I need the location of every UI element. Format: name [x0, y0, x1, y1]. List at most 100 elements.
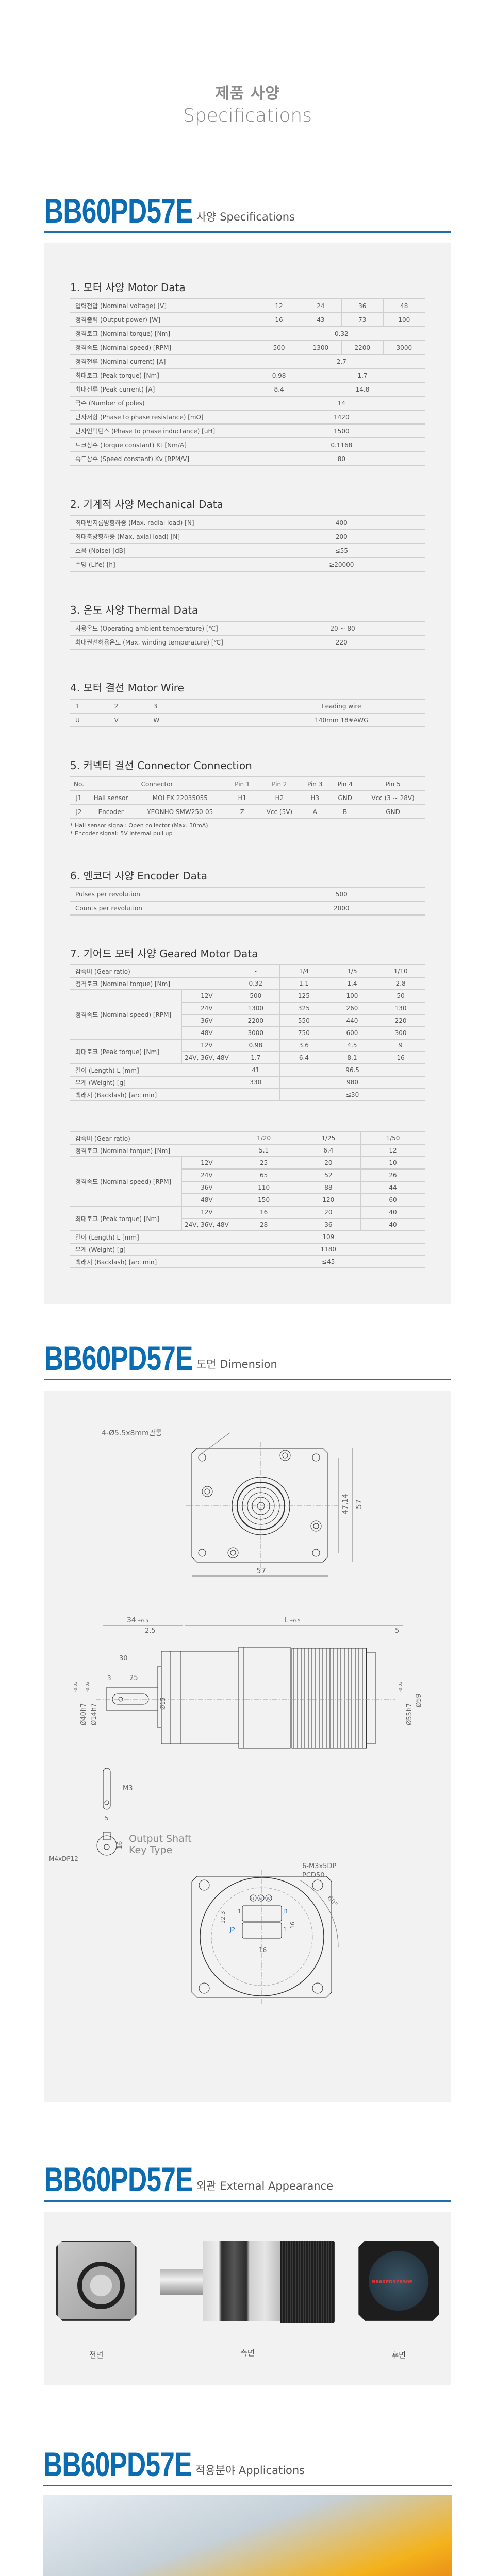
- svg-text:57: 57: [354, 1499, 364, 1509]
- heading-kr: 도면: [196, 1358, 217, 1371]
- spec-panel: 1. 모터 사양 Motor Data 입력전압 (Nominal voltag…: [44, 243, 451, 1305]
- svg-text:16: 16: [116, 1841, 123, 1849]
- svg-text:-0.02: -0.02: [85, 1682, 90, 1692]
- hole-note: 4-Ø5.5x8mm관통: [102, 1429, 162, 1437]
- connector-title: 5. 커넥터 결선 Connector Connection: [70, 759, 252, 772]
- table-row: 길이 (Length) L [mm]109: [70, 1230, 425, 1244]
- table-row: 최대축방향하중 (Max. axial load) [N]200: [70, 529, 425, 544]
- svg-text:34: 34: [127, 1616, 136, 1624]
- appearance-section-heading: BB60PD57E 외관 External Appearance: [44, 2160, 451, 2202]
- table-row: 토크상수 (Torque constant) Kt [Nm/A]0.1168: [70, 437, 425, 452]
- svg-text:-0.03: -0.03: [73, 1682, 78, 1692]
- side-view: 34 ±0.5 L ±0.5 2.5 5 30: [73, 1616, 423, 1749]
- table-row: 백래시 (Backlash) [arc min]≤45: [70, 1255, 425, 1269]
- svg-text:6-M3x5DP: 6-M3x5DP: [302, 1862, 336, 1870]
- table-row: 최대반지름방향하중 (Max. radial load) [N]400: [70, 515, 425, 530]
- table-header-row: No. Connector Pin 1 Pin 2 Pin 3 Pin 4 Pi…: [70, 776, 425, 791]
- appearance-front: 전면: [56, 2240, 137, 2360]
- applications-images: [43, 2495, 452, 2576]
- svg-text:1: 1: [238, 1908, 241, 1915]
- connector-notes: * Hall sensor signal: Open collector (Ma…: [70, 822, 208, 837]
- svg-text:±0.5: ±0.5: [137, 1619, 148, 1624]
- heading-kr: 적용분야: [195, 2464, 236, 2477]
- applications-section-heading: BB60PD57E 적용분야 Applications: [43, 2445, 452, 2487]
- motor-front-image: [56, 2240, 137, 2321]
- spec-section-heading: BB60PD57E 사양 Specifications: [44, 192, 451, 233]
- svg-text:M3: M3: [123, 1785, 133, 1792]
- front-view: 4-Ø5.5x8mm관통 57 57 47.14: [102, 1429, 364, 1577]
- table-row: 극수 (Number of poles)14: [70, 396, 425, 411]
- geared-data-title: 7. 기어드 모터 사양 Geared Motor Data: [70, 947, 258, 960]
- svg-text:1: 1: [283, 1926, 287, 1933]
- heading-en: Specifications: [220, 211, 295, 224]
- svg-text:5: 5: [105, 1815, 109, 1822]
- svg-text:47.14: 47.14: [341, 1494, 350, 1514]
- thermal-data-table: 사용온도 (Operating ambient temperature) [℃]…: [70, 621, 425, 650]
- dimension-section-heading: BB60PD57E 도면 Dimension: [44, 1341, 451, 1381]
- rear-view: 1 J1 J2 1 U V W 16 12.3 16 6-M3x5DP PCD5…: [191, 1862, 339, 2004]
- heading-kr: 외관: [196, 2179, 217, 2192]
- heading-en: External Appearance: [220, 2179, 334, 2192]
- appearance-panel: 전면 측면 BB60PD57R50E 후면: [44, 2212, 451, 2385]
- table-row: 정격토크 (Nominal torque) [Nm]0.32: [70, 326, 425, 341]
- table-row: 속도상수 (Speed constant) Kv [RPM/V]80: [70, 451, 425, 467]
- mechanical-data-table: 최대반지름방향하중 (Max. radial load) [N]400 최대축방…: [70, 515, 425, 572]
- svg-text:30: 30: [119, 1655, 128, 1663]
- motor-data-title: 1. 모터 사양 Motor Data: [70, 281, 186, 294]
- heading-kr: 사양: [196, 211, 217, 224]
- mechanical-data-title: 2. 기계적 사양 Mechanical Data: [70, 498, 223, 511]
- table-row: 수명 (Life) [h]≥20000: [70, 557, 425, 572]
- output-shaft-label: Output Shaft: [129, 1833, 192, 1844]
- svg-text:M4xDP12: M4xDP12: [49, 1855, 78, 1862]
- svg-text:Ø14h7: Ø14h7: [90, 1703, 98, 1725]
- svg-text:16: 16: [289, 1922, 296, 1929]
- table-row: 정격전류 (Nominal current) [A]2.7: [70, 354, 425, 369]
- svg-text:12.3: 12.3: [220, 1911, 226, 1924]
- svg-text:V: V: [259, 1896, 262, 1901]
- thermal-data-title: 3. 온도 사양 Thermal Data: [70, 604, 199, 617]
- svg-text:-0.03: -0.03: [398, 1682, 403, 1692]
- svg-text:Key Type: Key Type: [129, 1844, 172, 1856]
- svg-text:J2: J2: [229, 1926, 235, 1933]
- svg-text:L: L: [284, 1616, 288, 1624]
- svg-text:3: 3: [107, 1674, 111, 1682]
- model-name: BB60PD57E: [44, 2160, 193, 2199]
- svg-text:W: W: [267, 1896, 271, 1901]
- table-row: 단자저항 (Phase to phase resistance) [mΩ]142…: [70, 410, 425, 425]
- motor-wire-title: 4. 모터 결선 Motor Wire: [70, 682, 184, 694]
- table-row: 무게 (Weight) [g]1180: [70, 1243, 425, 1256]
- model-name: BB60PD57E: [43, 2445, 192, 2483]
- motor-rear-image: BB60PD57R50E: [358, 2240, 439, 2321]
- model-name: BB60PD57E: [44, 192, 193, 230]
- heading-en: Applications: [238, 2464, 305, 2477]
- heading-en: Dimension: [220, 1358, 277, 1371]
- svg-text:25: 25: [129, 1674, 138, 1682]
- svg-text:Ø15: Ø15: [159, 1698, 167, 1710]
